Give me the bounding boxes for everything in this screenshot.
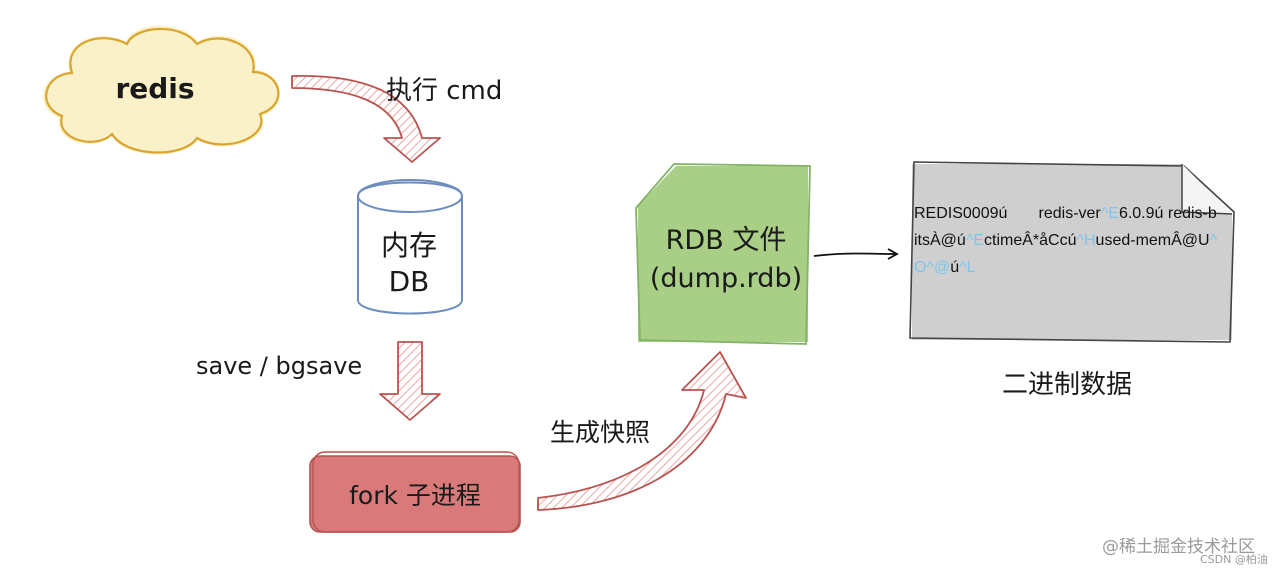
- fork-process-box: [309, 451, 521, 533]
- to-binary-arrow: [813, 248, 899, 260]
- fork-process-label: fork 子进程: [349, 481, 481, 510]
- binary-paper: [909, 161, 1235, 343]
- snapshot-label: 生成快照: [550, 418, 651, 447]
- memory-db-line2: DB: [388, 265, 430, 298]
- binary-dump-text: REDIS0009ú redis-ver^E6.0.9ú redis-bitsÀ…: [914, 200, 1220, 281]
- memory-db-cylinder: [357, 179, 463, 315]
- rdb-file-label: RDB 文件 (dump.rdb): [640, 210, 812, 310]
- dump-part-2: redis-ver: [1038, 205, 1101, 222]
- dump-part-8: ^H: [1076, 232, 1096, 249]
- snapshot-arrow: [537, 351, 747, 511]
- dump-part-3: ^E: [1100, 205, 1119, 222]
- memory-db-label: 内存 DB: [352, 222, 466, 306]
- redis-cloud: [42, 25, 281, 155]
- dump-part-5: redis-bitsÀ@ú: [914, 205, 1217, 249]
- binary-data-caption: 二进制数据: [1002, 370, 1133, 400]
- redis-label: redis: [115, 71, 195, 105]
- exec-cmd-arrow: [291, 74, 441, 163]
- dump-part-10: ^O^@: [914, 232, 1218, 276]
- dump-part-11: ú: [950, 259, 960, 276]
- paper-fold: [1181, 164, 1233, 215]
- rdb-file-shape: [635, 163, 811, 345]
- rdb-file-line2: (dump.rdb): [649, 263, 803, 294]
- watermark-juejin: @稀土掘金技术社区: [1102, 537, 1255, 557]
- dump-part-4: 6.0.9ú: [1118, 205, 1164, 222]
- watermark-csdn: CSDN @柏油: [1200, 553, 1268, 566]
- dump-part-6: ^E: [965, 232, 984, 249]
- rdb-file-line1: RDB 文件: [665, 225, 787, 256]
- exec-cmd-label: 执行 cmd: [386, 76, 503, 106]
- dump-part-1: REDIS0009ú: [914, 205, 1008, 222]
- save-bgsave-label: save / bgsave: [196, 352, 363, 380]
- save-bgsave-arrow: [379, 341, 441, 421]
- dump-part-9: used-memÂ@U: [1095, 232, 1210, 249]
- dump-part-12: ^L: [959, 259, 976, 276]
- dump-part-7: ctimeÂ*åCcú: [984, 232, 1077, 249]
- memory-db-line1: 内存: [380, 229, 437, 262]
